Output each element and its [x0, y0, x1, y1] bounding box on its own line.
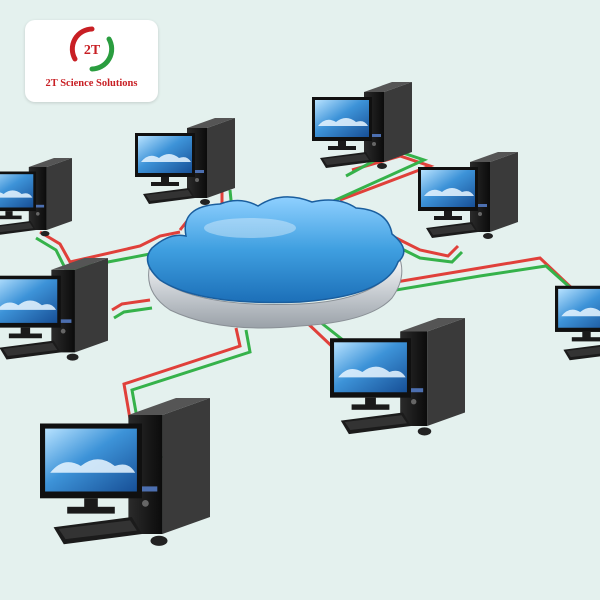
- logo-emblem-icon: 2T: [69, 26, 115, 72]
- company-logo: 2T 2T Science Solutions: [25, 20, 158, 102]
- desktop-computer-icon: [312, 82, 412, 169]
- logo-emblem-text: 2T: [84, 43, 101, 58]
- desktop-computer-icon: [555, 270, 600, 362]
- desktop-computer-icon: [40, 398, 210, 546]
- desktop-computer-icon: [418, 152, 518, 239]
- desktop-computer-icon: [330, 318, 465, 436]
- desktop-computer-icon: [135, 118, 235, 205]
- desktop-computer-icon: [0, 258, 109, 361]
- company-name: 2T Science Solutions: [45, 78, 138, 89]
- desktop-computer-icon: [0, 158, 72, 237]
- cloud-icon: [146, 196, 405, 329]
